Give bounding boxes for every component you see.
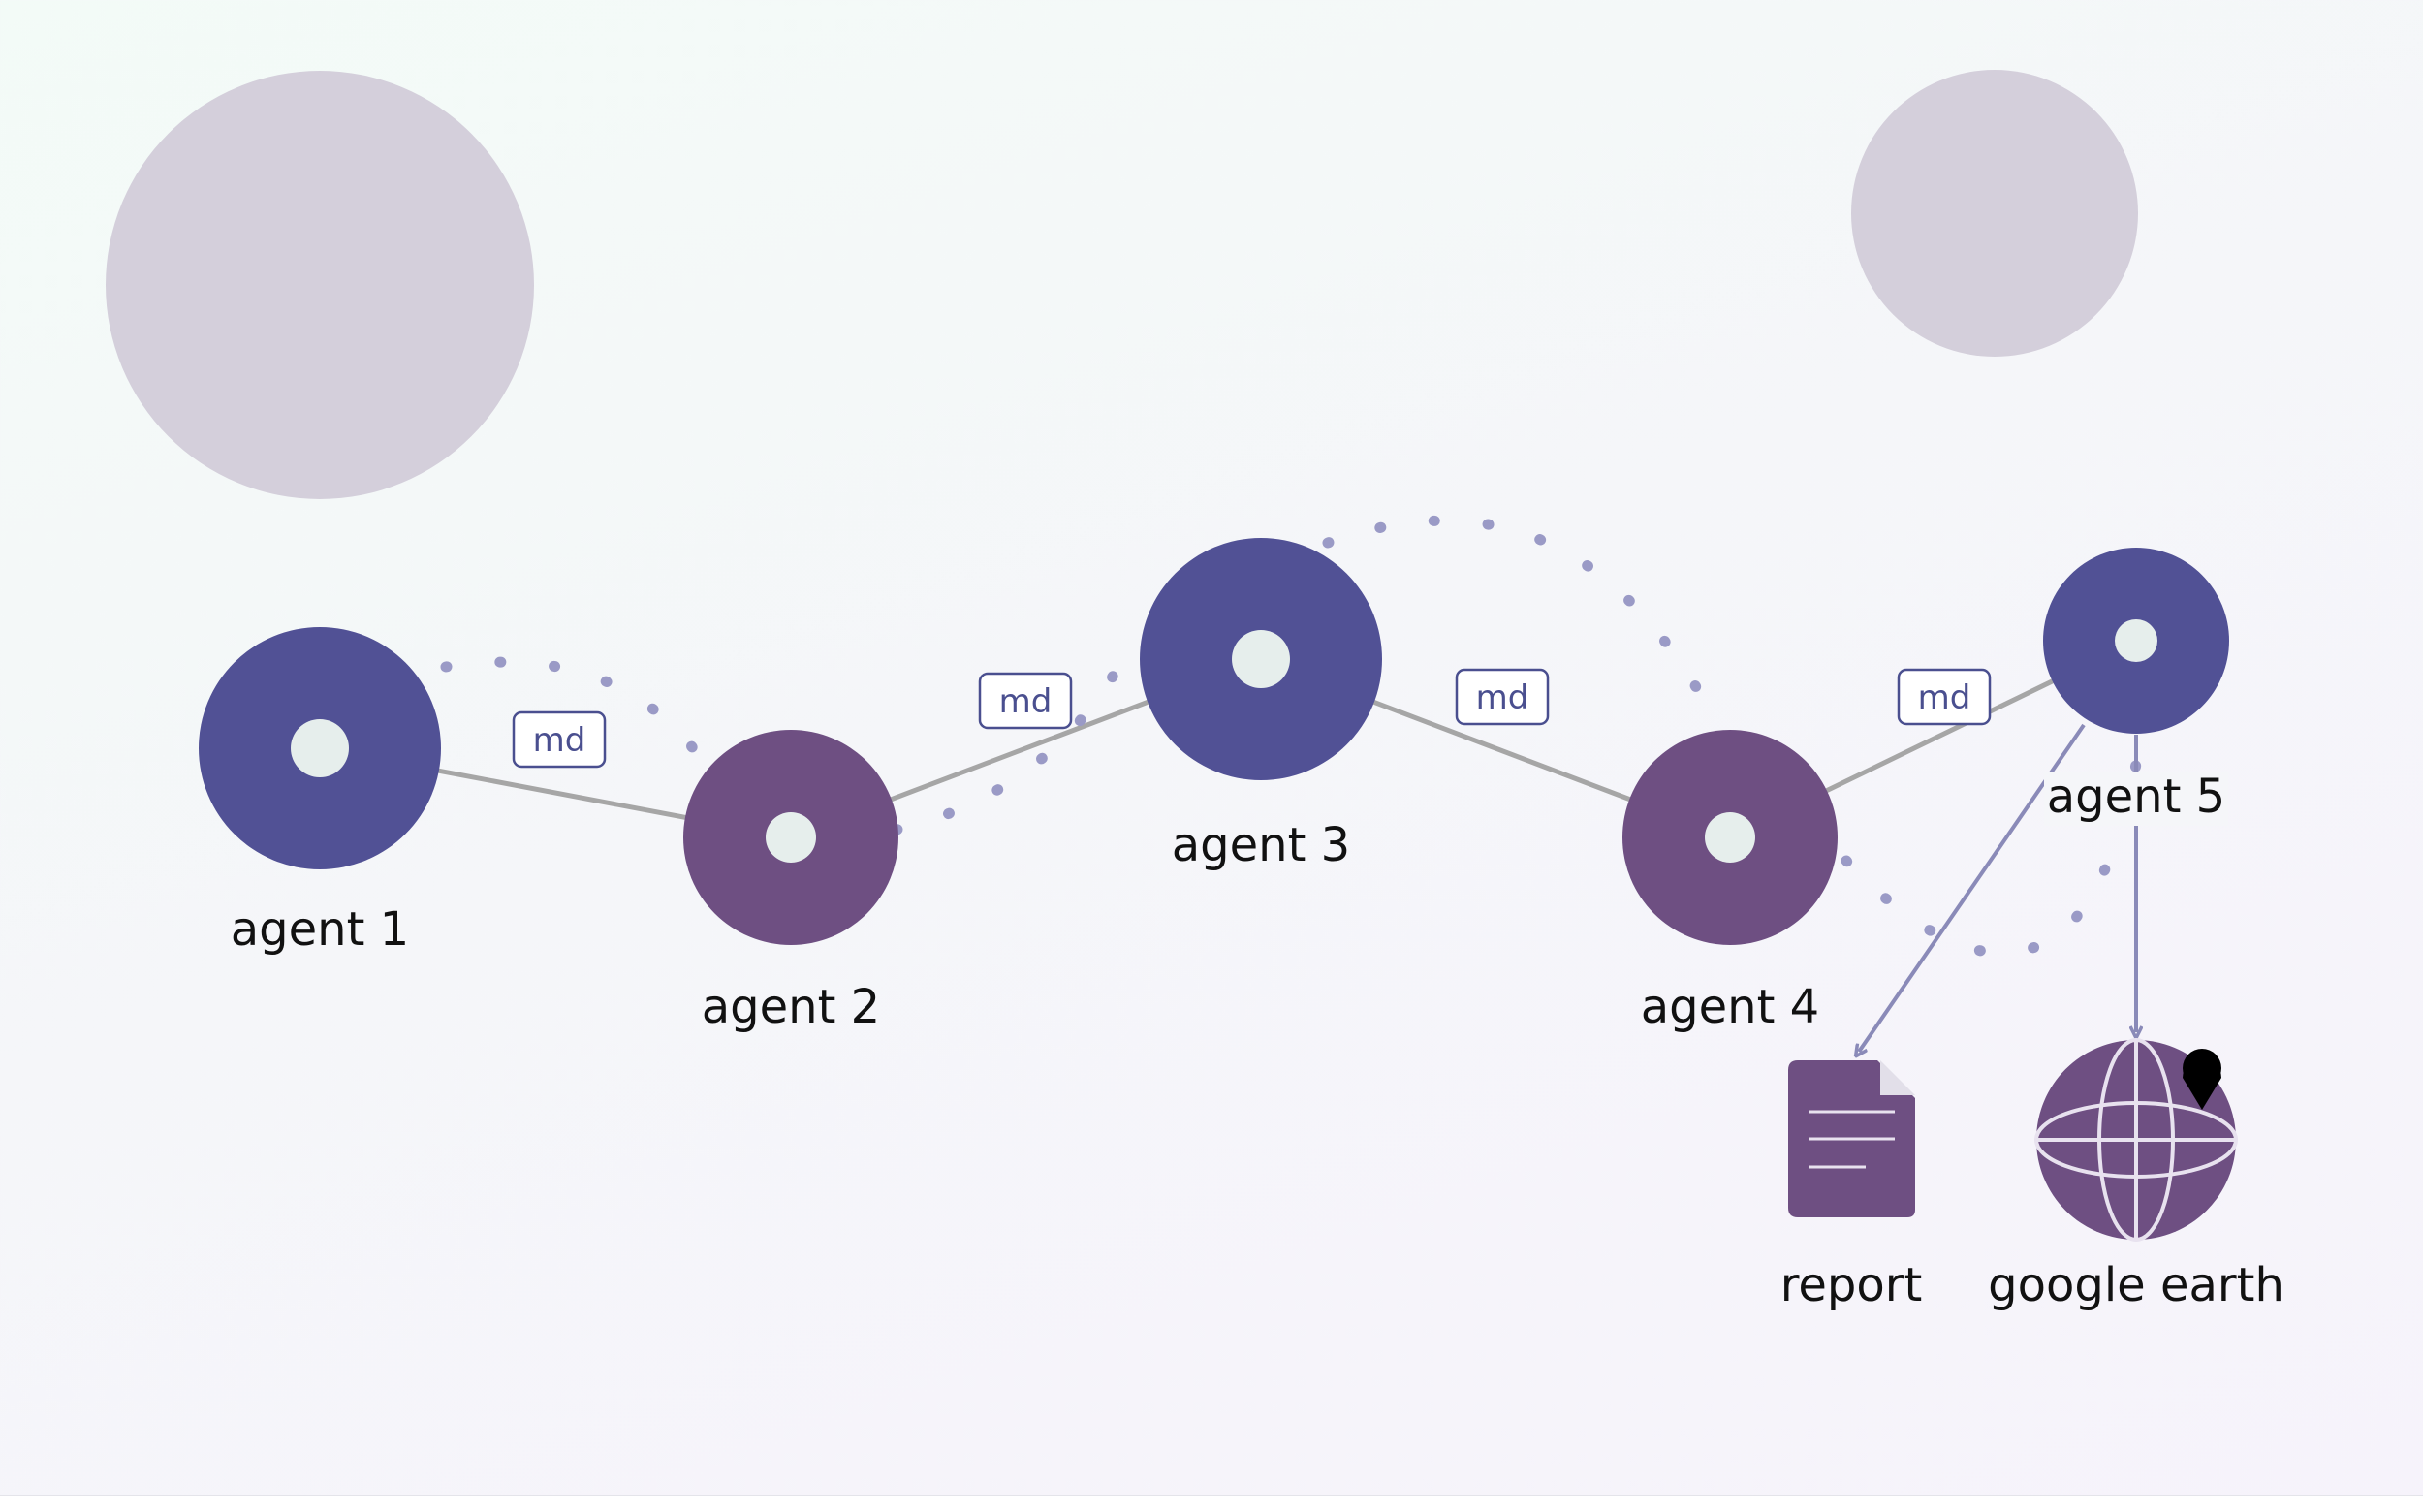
node-core <box>1232 630 1290 688</box>
bottom-edge-strip <box>0 1495 2423 1512</box>
edge-label-box <box>1455 668 1550 726</box>
node-agent2[interactable]: agent 2 <box>683 730 898 1034</box>
decorative-circle-right <box>1851 70 2138 357</box>
node-agent3[interactable]: agent 3 <box>1140 538 1382 872</box>
node-agent4[interactable]: agent 4 <box>1622 730 1838 1034</box>
edge-label-text: md <box>1918 678 1971 717</box>
node-label: agent 4 <box>1641 980 1819 1034</box>
node-label: agent 5 <box>2047 770 2225 824</box>
node-label: agent 1 <box>231 902 409 957</box>
edge-label-agent2-agent3: md <box>978 672 1073 730</box>
edge-label-box <box>512 710 607 769</box>
node-agent1[interactable]: agent 1 <box>199 627 441 957</box>
edge-label-text: md <box>1476 678 1529 717</box>
output-label: report <box>1780 1258 1923 1312</box>
node-core <box>291 719 349 777</box>
dotted-edge-agent3-agent4 <box>1322 515 1716 718</box>
edge-label-agent3-agent4: md <box>1455 668 1550 726</box>
document-icon <box>1788 1060 1915 1217</box>
edge-label-agent4-agent5: md <box>1897 668 1992 726</box>
output-google-earth[interactable]: google earth <box>1988 1038 2284 1312</box>
node-label: agent 3 <box>1172 818 1350 872</box>
output-report[interactable]: report <box>1780 1060 1923 1312</box>
node-core <box>2115 619 2157 662</box>
node-label-backdrop <box>2044 772 2228 826</box>
edge-label-text: md <box>999 682 1053 721</box>
output-label: google earth <box>1988 1258 2284 1312</box>
edge-label-text: md <box>533 721 586 760</box>
decorative-circle-left <box>106 71 534 499</box>
edge-label-box <box>1897 668 1992 726</box>
node-agent5[interactable]: agent 5 <box>2043 548 2229 826</box>
edge-label-agent1-agent2: md <box>512 710 607 769</box>
globe-pin-icon <box>2034 1038 2238 1242</box>
edge-label-box <box>978 672 1073 730</box>
node-core <box>766 812 816 863</box>
node-core <box>1705 812 1755 863</box>
node-label: agent 2 <box>702 980 880 1034</box>
